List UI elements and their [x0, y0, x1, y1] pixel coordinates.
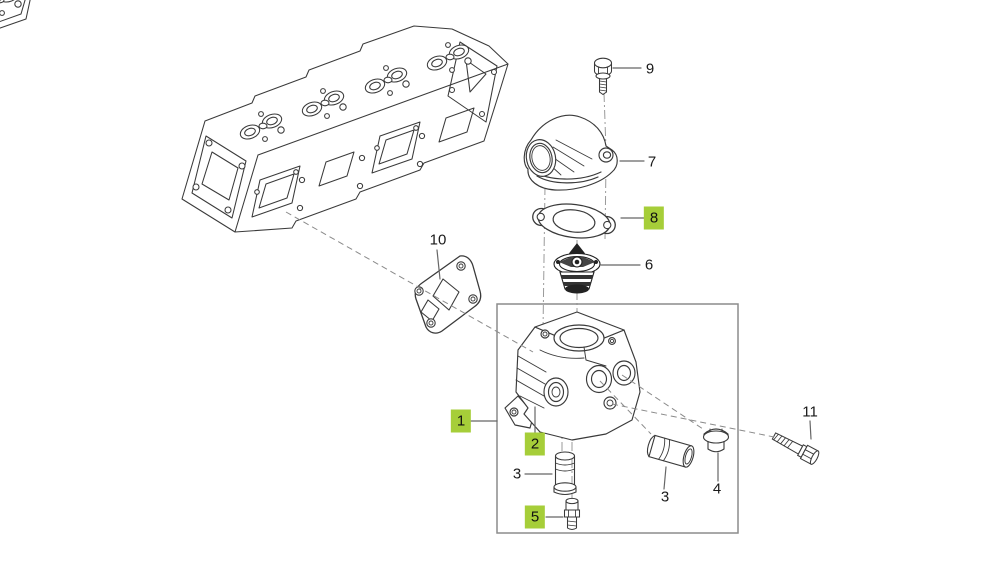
callout-3-front: 3: [512, 465, 522, 483]
callout-1[interactable]: 1: [450, 409, 472, 433]
part-plug-3-front: [553, 451, 577, 496]
part-water-outlet-elbow-7: [523, 114, 618, 191]
callout-6: 6: [644, 256, 654, 274]
callout-10: 10: [429, 231, 447, 249]
part-bolt-9: [593, 57, 613, 96]
callout-leader-lines: [436, 67, 812, 518]
part-gasket-10: [414, 255, 482, 334]
part-plug-3-side: [646, 434, 695, 468]
callout-3-side: 3: [660, 488, 670, 506]
callout-11: 11: [802, 403, 818, 421]
callout-9: 9: [645, 60, 655, 78]
part-thermostat-6: [553, 243, 601, 294]
callout-2[interactable]: 2: [524, 432, 546, 456]
callout-5[interactable]: 5: [524, 505, 546, 529]
part-cap-4: [702, 428, 730, 453]
callout-4: 4: [712, 480, 722, 498]
part-thermostat-housing-body-2: [504, 311, 641, 441]
part-bolt-11: [771, 432, 820, 465]
exploded-leader-lines: [285, 211, 775, 438]
callout-7: 7: [647, 153, 657, 171]
part-joint-5: [563, 497, 581, 531]
callout-8[interactable]: 8: [643, 206, 665, 230]
part-gasket-8: [532, 203, 616, 239]
assembly-boundary-box-1: [496, 303, 739, 534]
part-cylinder-head: [0, 0, 509, 233]
